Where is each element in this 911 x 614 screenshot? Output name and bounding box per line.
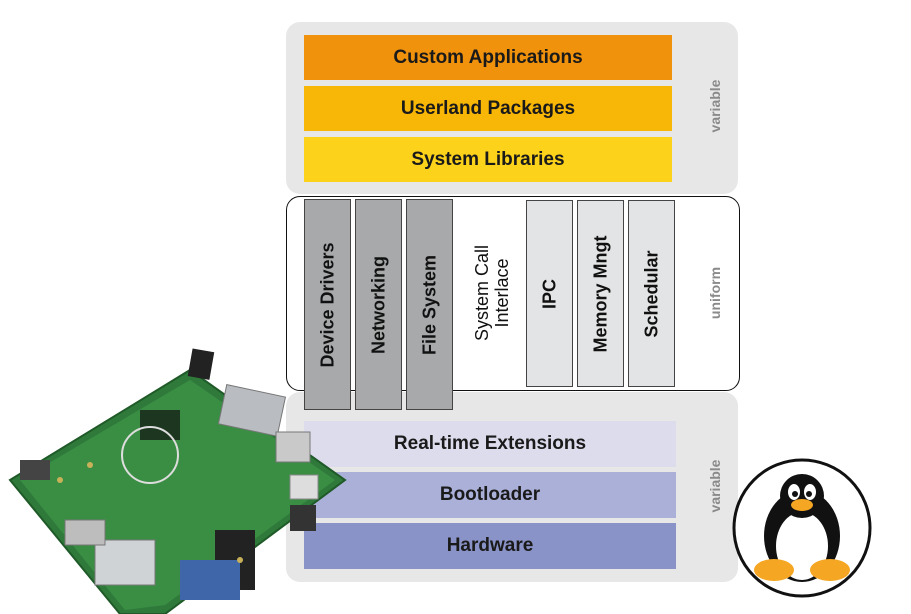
component-ipc: IPC	[526, 200, 573, 387]
circuit-board-image	[8, 348, 347, 614]
layer-hardware: Hardware	[304, 523, 676, 569]
component-file-system: File System	[406, 199, 453, 410]
layer-custom-applications: Custom Applications	[304, 35, 672, 80]
system-call-line2: Interlace	[492, 257, 512, 328]
file-system-label: File System	[419, 254, 439, 355]
linux-tux-icon	[732, 458, 872, 598]
networking-label: Networking	[368, 255, 388, 354]
side-label-middle: uniform	[707, 266, 723, 320]
ipc-label: IPC	[539, 278, 559, 309]
component-networking: Networking	[355, 199, 402, 410]
layer-userland-packages: Userland Packages	[304, 86, 672, 131]
component-memory-mngt: Memory Mngt	[577, 200, 624, 387]
component-device-drivers: Device Drivers	[304, 199, 351, 410]
side-label-bottom: variable	[707, 459, 723, 513]
side-label-top: variable	[707, 79, 723, 133]
system-call-label: System Call Interlace	[472, 244, 512, 340]
layer-system-libraries: System Libraries	[304, 137, 672, 182]
system-call-line1: System Call	[472, 244, 492, 341]
component-system-call-interface: System Call Interlace	[462, 205, 522, 380]
schedular-label: Schedular	[641, 249, 661, 338]
layer-bootloader: Bootloader	[304, 472, 676, 518]
memory-mngt-label: Memory Mngt	[590, 235, 610, 352]
component-schedular: Schedular	[628, 200, 675, 387]
layer-realtime-extensions: Real-time Extensions	[304, 421, 676, 467]
